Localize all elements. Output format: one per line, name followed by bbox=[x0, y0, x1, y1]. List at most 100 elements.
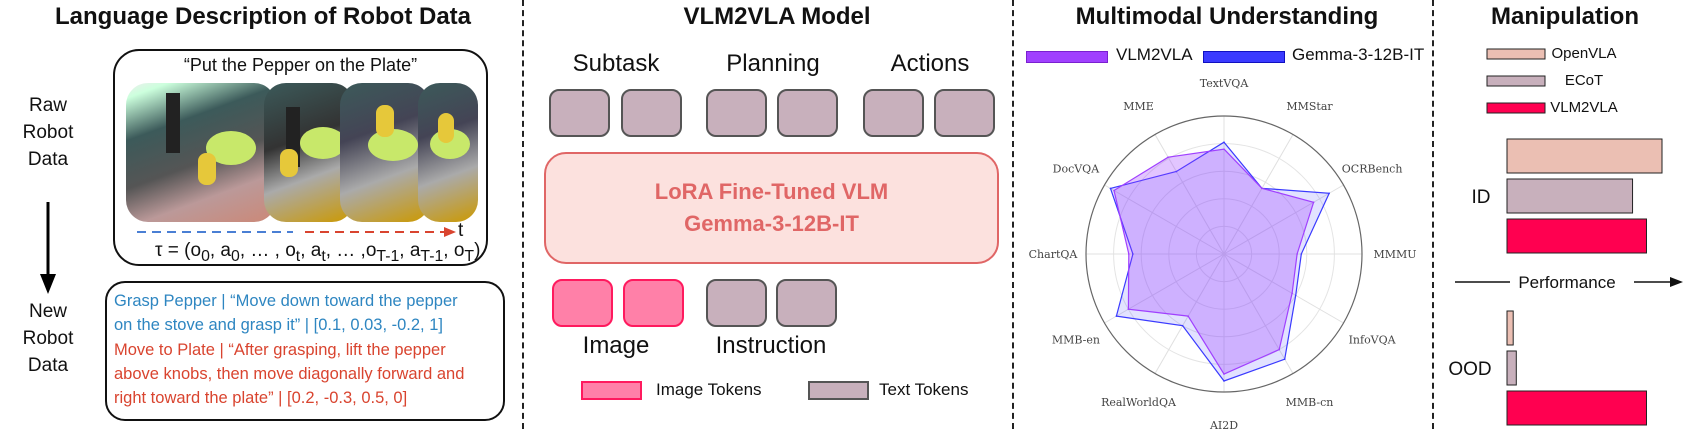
image-token bbox=[623, 279, 684, 327]
legend-swatch bbox=[1486, 75, 1546, 87]
radar-point bbox=[1181, 324, 1184, 327]
bar-id-openvla bbox=[1506, 138, 1663, 174]
timeline-arrow-icon bbox=[137, 227, 456, 237]
instruction-token bbox=[706, 279, 767, 327]
category-label: OOD bbox=[1448, 359, 1491, 380]
radar-spoke bbox=[1223, 184, 1344, 255]
radar-axis-label: MMB-en bbox=[1052, 334, 1100, 347]
bar-ood-ecot bbox=[1506, 350, 1517, 386]
radar-point bbox=[1127, 253, 1130, 255]
move-to-plate-description: Move to Plate | “After grasping, lift th… bbox=[114, 338, 464, 410]
radar-point bbox=[1261, 187, 1263, 190]
robot-frame-4 bbox=[418, 83, 478, 222]
radar-point bbox=[1296, 253, 1298, 255]
robot-frame-2 bbox=[264, 83, 354, 222]
radar-axis-label: MMStar bbox=[1286, 100, 1333, 113]
manipulation-title: Manipulation bbox=[1491, 3, 1639, 30]
radar-axis-label: ChartQA bbox=[1029, 248, 1079, 261]
formula-sub: 0 bbox=[201, 247, 210, 265]
label-line: Robot bbox=[22, 122, 74, 143]
robot-frame-1 bbox=[126, 83, 276, 222]
vlm2vla-legend-label: VLM2VLA bbox=[1116, 45, 1193, 64]
radar-point bbox=[1109, 187, 1112, 190]
radar-axis-label: RealWorldQA bbox=[1101, 396, 1177, 409]
radar-point bbox=[1278, 348, 1280, 351]
radar-point bbox=[1283, 358, 1286, 360]
radar-point bbox=[1223, 141, 1225, 144]
formula-part: ) bbox=[474, 240, 481, 261]
image-label: Image bbox=[582, 332, 650, 359]
subtask-token bbox=[621, 89, 682, 137]
radar-spoke bbox=[1223, 253, 1344, 324]
instruction-label: Instruction bbox=[715, 332, 827, 359]
radar-spoke bbox=[1223, 134, 1294, 255]
radar-point bbox=[1312, 201, 1315, 204]
formula-part: , a bbox=[399, 240, 421, 261]
time-label: t bbox=[458, 220, 464, 241]
performance-axis-label: Performance bbox=[1518, 273, 1615, 292]
legend-label: OpenVLA bbox=[1551, 45, 1616, 62]
action-token bbox=[934, 89, 995, 137]
new-robot-data-label: New Robot Data bbox=[0, 298, 98, 379]
legend-label: ECoT bbox=[1565, 72, 1603, 89]
gemma-legend-swatch bbox=[1203, 51, 1285, 63]
instruction-text: “Put the Pepper on the Plate” bbox=[183, 55, 418, 75]
down-arrow-icon bbox=[40, 202, 56, 294]
legend-swatch bbox=[1486, 102, 1546, 114]
legend-swatch bbox=[1486, 48, 1546, 60]
radar-point bbox=[1167, 156, 1169, 158]
bar-ood-vlm2vla bbox=[1506, 390, 1647, 426]
subtask-label: Subtask bbox=[572, 50, 660, 77]
radar-point bbox=[1223, 148, 1225, 150]
divider bbox=[522, 0, 524, 429]
formula-part: τ = (o bbox=[155, 240, 202, 261]
image-token-swatch bbox=[581, 381, 642, 400]
radar-axis-label: InfoVQA bbox=[1349, 334, 1397, 347]
radar-axis-label: MMB-cn bbox=[1286, 396, 1334, 409]
radar-spoke bbox=[1154, 253, 1225, 374]
bar-ood-openvla bbox=[1506, 310, 1514, 346]
desc-line: right toward the plate” | [0.2, -0.3, 0.… bbox=[114, 389, 408, 407]
formula-part: , a bbox=[300, 240, 322, 261]
instruction-token bbox=[776, 279, 837, 327]
model-line: Gemma-3-12B-IT bbox=[684, 211, 859, 236]
raw-data-box bbox=[113, 49, 488, 266]
radar-spoke bbox=[1104, 184, 1225, 255]
desc-line: on the stove and grasp it” | [0.1, 0.03,… bbox=[114, 316, 443, 334]
label-line: Raw bbox=[28, 95, 67, 116]
image-tokens-legend: Image Tokens bbox=[656, 380, 762, 399]
formula-sub: t bbox=[295, 247, 301, 265]
grasp-pepper-description: Grasp Pepper | “Move down toward the pep… bbox=[114, 289, 458, 337]
divider bbox=[1012, 0, 1014, 429]
radar-spoke bbox=[1154, 134, 1225, 255]
desc-line: Move to Plate | “After grasping, lift th… bbox=[114, 341, 446, 359]
model-line: LoRA Fine-Tuned VLM bbox=[654, 179, 889, 204]
radar-point bbox=[1300, 253, 1303, 255]
radar-spoke bbox=[1104, 253, 1225, 324]
radar-title: Multimodal Understanding bbox=[1075, 3, 1379, 30]
radar-axis-label: OCRBench bbox=[1342, 163, 1403, 176]
formula-sub: T bbox=[464, 247, 475, 265]
formula-part: , … ,o bbox=[325, 240, 377, 261]
actions-label: Actions bbox=[890, 50, 970, 77]
gemma-legend-label: Gemma-3-12B-IT bbox=[1292, 45, 1425, 64]
planning-token bbox=[706, 89, 767, 137]
radar-axis-label: MMMU bbox=[1373, 248, 1416, 261]
radar-point bbox=[1223, 373, 1225, 375]
formula-sub: T-1 bbox=[376, 247, 400, 265]
subtask-token bbox=[549, 89, 610, 137]
desc-line: Grasp Pepper | “Move down toward the pep… bbox=[114, 292, 458, 310]
radar-point bbox=[1294, 294, 1297, 297]
raw-robot-data-label: Raw Robot Data bbox=[0, 92, 98, 173]
radar-axis-label: MME bbox=[1123, 100, 1154, 113]
trajectory-formula: τ = (o0, a0, … , ot, at, … ,oT-1, aT-1, … bbox=[155, 240, 480, 266]
radar-axis-label: TextVQA bbox=[1200, 77, 1250, 90]
formula-sub: 0 bbox=[231, 247, 240, 265]
desc-line: above knobs, then move diagonally forwar… bbox=[114, 365, 465, 383]
bar-id-ecot bbox=[1506, 178, 1634, 214]
arrow-right-icon bbox=[1670, 277, 1683, 287]
image-token bbox=[552, 279, 613, 327]
planning-label: Planning bbox=[726, 50, 820, 77]
